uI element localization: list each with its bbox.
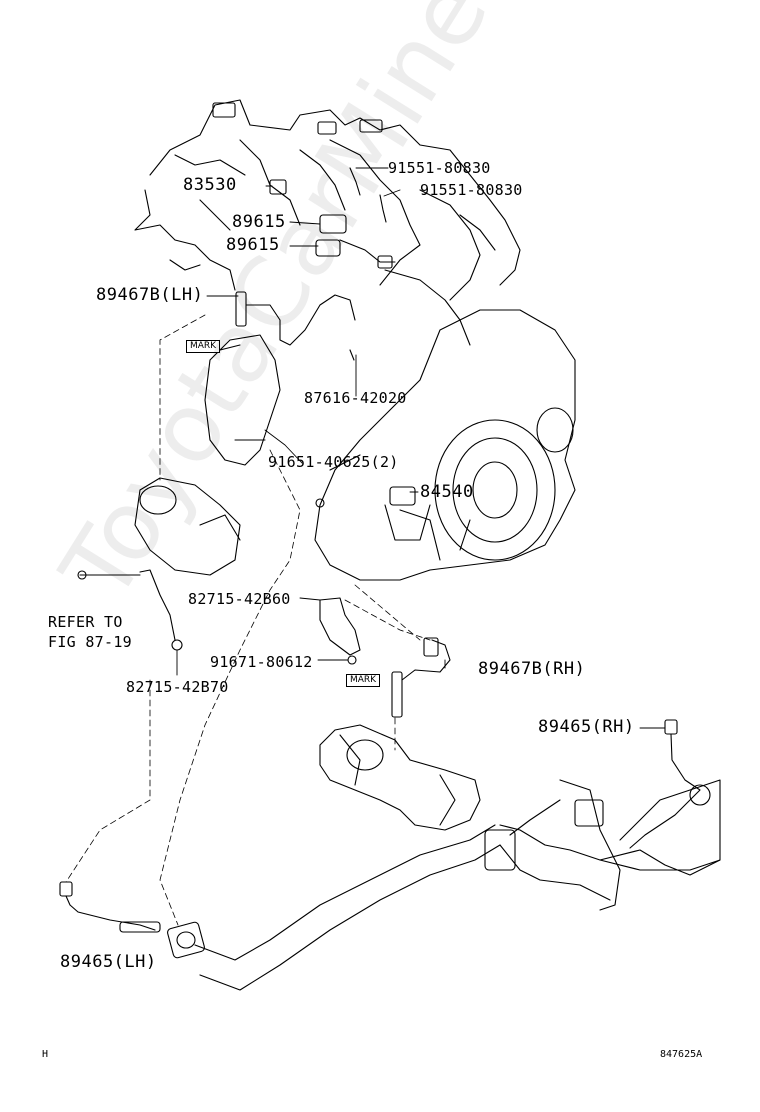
label-89465-lh: 89465(LH)	[60, 952, 157, 972]
label-refer-line2: FIG 87-19	[48, 633, 132, 651]
label-83530: 83530	[183, 175, 237, 195]
sensor-89467b-lh	[235, 291, 356, 346]
lh-pipe	[134, 477, 241, 576]
label-82715-42b60: 82715-42B60	[188, 590, 291, 608]
footer-left-code: H	[42, 1049, 49, 1060]
leader-lines	[176, 167, 666, 729]
label-82715-42b70: 82715-42B70	[126, 678, 229, 696]
mark-box-rh: MARK	[346, 674, 381, 687]
label-91651-40625: 91651-40625(2)	[268, 453, 399, 471]
label-89615-upper: 89615	[232, 212, 286, 232]
lh-catalyst	[204, 334, 281, 466]
label-89467b-rh: 89467B(RH)	[478, 659, 586, 679]
sensor-89465-lh	[59, 881, 161, 933]
label-84540: 84540	[420, 482, 474, 502]
label-89465-rh: 89465(RH)	[538, 717, 635, 737]
mark-box-lh: MARK	[186, 340, 221, 353]
label-91551-lower: 91551-80830	[420, 181, 523, 199]
exhaust-pipe	[167, 779, 721, 991]
label-87616-42020: 87616-42020	[304, 389, 407, 407]
figure-code: 847625A	[660, 1049, 703, 1060]
bracket-82715-42b60	[319, 597, 361, 665]
sensor-89465-rh	[629, 719, 711, 849]
label-89615-lower: 89615	[226, 235, 280, 255]
rh-front-pipe	[319, 724, 481, 831]
dashed-links	[65, 314, 431, 926]
label-91671-80612: 91671-80612	[210, 653, 313, 671]
engine-outline	[134, 99, 521, 346]
label-refer-line1: REFER TO	[48, 613, 123, 631]
transmission-outline	[314, 309, 576, 581]
label-91551-upper: 91551-80830	[388, 159, 491, 177]
sensor-89467b-rh	[391, 637, 451, 718]
label-89467b-lh: 89467B(LH)	[96, 285, 204, 305]
